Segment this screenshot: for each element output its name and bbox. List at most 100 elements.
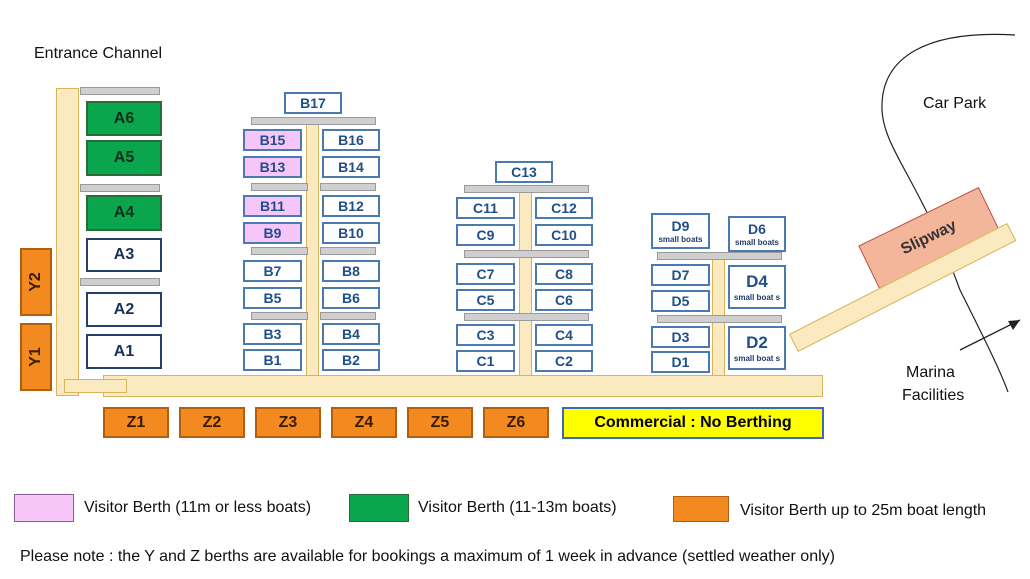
berth-a6[interactable]: A6 (86, 101, 162, 136)
berth-label: B14 (338, 159, 364, 175)
berth-z2[interactable]: Z2 (179, 407, 245, 438)
berth-b13[interactable]: B13 (243, 156, 302, 178)
finger (251, 183, 308, 191)
berth-c3[interactable]: C3 (456, 324, 515, 346)
commercial-area: Commercial : No Berthing (562, 407, 824, 439)
berth-c12[interactable]: C12 (535, 197, 593, 219)
berth-c1[interactable]: C1 (456, 350, 515, 372)
berth-a1[interactable]: A1 (86, 334, 162, 369)
berth-label: D1 (671, 354, 690, 370)
berth-label: Y2 (26, 272, 44, 292)
berth-d7[interactable]: D7 (651, 264, 710, 286)
berth-b5[interactable]: B5 (243, 287, 302, 309)
berth-label: A4 (113, 204, 135, 221)
berth-b6[interactable]: B6 (322, 287, 380, 309)
berth-a4[interactable]: A4 (86, 195, 162, 231)
finger (464, 250, 589, 258)
berth-label: D4 (746, 272, 768, 291)
car-park-label: Car Park (923, 95, 987, 112)
berth-d1[interactable]: D1 (651, 351, 710, 373)
berth-d5[interactable]: D5 (651, 290, 710, 312)
berth-b2[interactable]: B2 (322, 349, 380, 371)
berth-z1[interactable]: Z1 (103, 407, 169, 438)
berth-d2[interactable]: D2 small boat s (728, 326, 786, 370)
finger (464, 313, 589, 321)
finger (80, 278, 160, 286)
berth-b11[interactable]: B11 (243, 195, 302, 217)
berth-z4[interactable]: Z4 (331, 407, 397, 438)
berth-b15[interactable]: B15 (243, 129, 302, 151)
berth-label: Z5 (430, 413, 450, 431)
berth-b14[interactable]: B14 (322, 156, 380, 178)
berth-label: C5 (476, 292, 495, 308)
entrance-channel-label: Entrance Channel (34, 45, 163, 62)
berth-d6[interactable]: D6 small boats (728, 216, 786, 252)
berth-c8[interactable]: C8 (535, 263, 593, 285)
berth-b16[interactable]: B16 (322, 129, 380, 151)
berth-label: A5 (113, 149, 135, 166)
berth-label: D7 (671, 267, 690, 283)
berth-label: C13 (511, 164, 537, 180)
berth-label: C10 (551, 227, 577, 243)
berth-label: D2 (746, 333, 768, 352)
berth-d4[interactable]: D4 small boat s (728, 265, 786, 309)
berth-z5[interactable]: Z5 (407, 407, 473, 438)
berth-label: B6 (342, 290, 360, 306)
berth-c6[interactable]: C6 (535, 289, 593, 311)
berth-c10[interactable]: C10 (535, 224, 593, 246)
finger (80, 87, 160, 95)
berth-note: small boats (658, 235, 703, 244)
berth-b8[interactable]: B8 (322, 260, 380, 282)
berth-z6[interactable]: Z6 (483, 407, 549, 438)
berth-c13[interactable]: C13 (495, 161, 553, 183)
berth-c2[interactable]: C2 (535, 350, 593, 372)
berth-label: C8 (555, 266, 573, 282)
finger (320, 183, 376, 191)
berth-label: Z2 (202, 413, 222, 431)
berth-a3[interactable]: A3 (86, 238, 162, 272)
berth-label: Z3 (278, 413, 298, 431)
finger (80, 184, 160, 192)
berth-b10[interactable]: B10 (322, 222, 380, 244)
berth-b12[interactable]: B12 (322, 195, 380, 217)
berth-c5[interactable]: C5 (456, 289, 515, 311)
berth-a2[interactable]: A2 (86, 292, 162, 327)
berth-label: A1 (113, 342, 135, 360)
berth-label: B15 (259, 132, 286, 148)
berth-label: B17 (300, 95, 326, 111)
berth-y1[interactable]: Y1 (20, 323, 52, 391)
finger (320, 247, 376, 255)
berth-z3[interactable]: Z3 (255, 407, 321, 438)
berth-b17[interactable]: B17 (284, 92, 342, 114)
berth-label: C4 (555, 327, 573, 343)
berth-label: B7 (263, 263, 282, 279)
berth-a5[interactable]: A5 (86, 140, 162, 176)
berth-c11[interactable]: C11 (456, 197, 515, 219)
berth-label: C2 (555, 353, 573, 369)
berth-d9[interactable]: D9 small boats (651, 213, 710, 249)
berth-c4[interactable]: C4 (535, 324, 593, 346)
berth-b1[interactable]: B1 (243, 349, 302, 371)
berth-label: D5 (671, 293, 690, 309)
marina-facilities-label-1: Marina (906, 364, 955, 381)
berth-label: B10 (338, 225, 364, 241)
berth-d3[interactable]: D3 (651, 326, 710, 348)
berth-label: B8 (342, 263, 360, 279)
commercial-label: Commercial : No Berthing (594, 414, 792, 431)
car-park-boundary (881, 33, 1016, 393)
berth-label: B9 (263, 225, 282, 241)
berth-label: D3 (671, 329, 690, 345)
berth-y2[interactable]: Y2 (20, 248, 52, 316)
finger (657, 252, 782, 260)
berth-label: D6 (748, 221, 766, 237)
berth-b7[interactable]: B7 (243, 260, 302, 282)
berth-label: B3 (263, 326, 282, 342)
berth-label: C9 (476, 227, 495, 243)
berth-c9[interactable]: C9 (456, 224, 515, 246)
berth-b3[interactable]: B3 (243, 323, 302, 345)
berth-b9[interactable]: B9 (243, 222, 302, 244)
berth-label: B1 (263, 352, 282, 368)
finger (657, 315, 782, 323)
berth-c7[interactable]: C7 (456, 263, 515, 285)
berth-b4[interactable]: B4 (322, 323, 380, 345)
